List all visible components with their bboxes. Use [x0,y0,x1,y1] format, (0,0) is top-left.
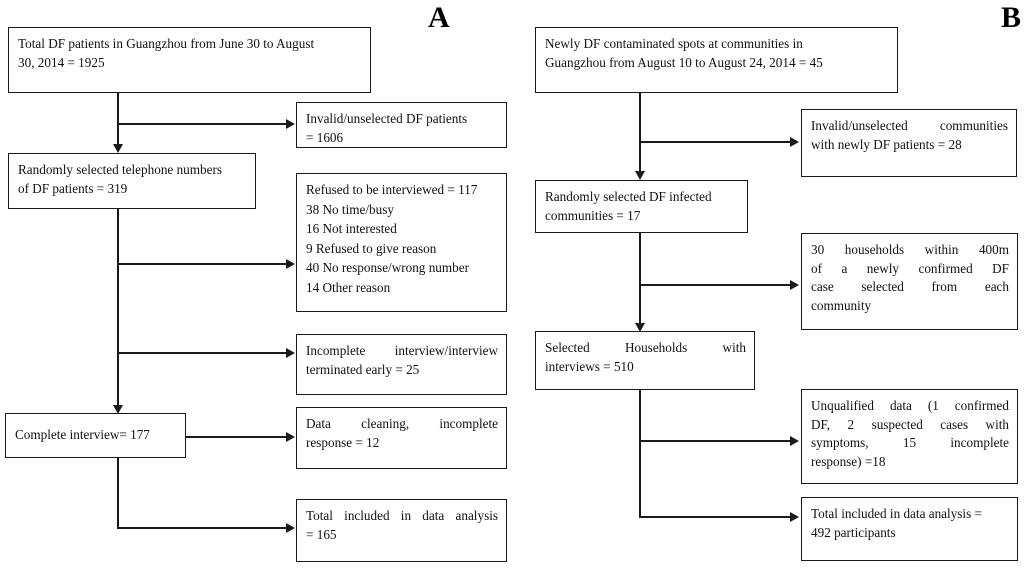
node-a-excluded-incomplete-line1: Incomplete interview/interview [306,343,498,358]
node-b-sampled-line1: Randomly selected DF infected [545,189,712,204]
node-b-sampled-line2: communities = 17 [545,207,641,223]
node-a-excluded-cleaning-line1: Data cleaning, incomplete [306,416,498,431]
node-a-complete-box: Complete interview= 177 [5,413,186,458]
node-b-excluded-unqualified-line1: Unqualified data (1 confirmed [811,398,1009,413]
node-a-analysed-line1: Total included in data analysis [306,508,498,523]
node-b-sampling-rule-box: 30 households within 400m of a newly con… [801,233,1018,330]
node-a-excluded-cleaning-box: Data cleaning, incomplete response = 12 [296,407,507,469]
node-a-source-line1: Total DF patients in Guangzhou from June… [18,36,315,51]
node-b-excluded-unqualified-line2: DF, 2 suspected cases with [811,416,1009,432]
node-a-sampled-box: Randomly selected telephone numbers of D… [8,153,256,209]
connector-a-source-trunk [117,93,119,148]
arrowhead-b-households-to-unqualified [790,436,799,446]
node-b-households-box: Selected Households with interviews = 51… [535,331,755,390]
arrowhead-b-households-to-analysed [790,512,799,522]
connector-a-complete-down [117,458,119,528]
node-a-source-line2: 30, 2014 = 1925 [18,54,105,70]
node-b-analysed-line1: Total included in data analysis = [811,506,982,521]
connector-b-sampled-to-rule [639,284,791,286]
connector-a-sampled-to-refused [117,263,287,265]
node-a-excluded-cleaning-line2: response = 12 [306,434,380,450]
arrowhead-b-source-to-sampled [635,171,645,180]
node-b-excluded-invalid-line1: Invalid/unselected communities [811,118,1008,133]
node-a-excluded-refused-line5: 40 No response/wrong number [306,260,469,276]
node-a-sampled-line2: of DF patients = 319 [18,180,128,196]
arrowhead-b-sampled-to-rule [790,280,799,290]
panel-letter-a: A [428,1,450,34]
arrowhead-a-complete-to-analysed [286,523,295,533]
node-b-excluded-invalid-box: Invalid/unselected communities with newl… [801,109,1017,177]
node-a-excluded-refused-line3: 16 Not interested [306,221,397,237]
node-b-sampling-rule-line1: 30 households within 400m [811,242,1009,257]
node-a-analysed-line2: = 165 [306,526,337,542]
node-a-complete-line1: Complete interview= 177 [15,427,150,442]
node-b-excluded-unqualified-box: Unqualified data (1 confirmed DF, 2 susp… [801,389,1018,484]
connector-a-sampled-trunk [117,209,119,409]
arrowhead-b-source-to-invalid [790,137,799,147]
node-b-source-line2: Guangzhou from August 10 to August 24, 2… [545,54,823,70]
node-a-excluded-refused-line4: 9 Refused to give reason [306,240,437,256]
node-a-excluded-incomplete-box: Incomplete interview/interview terminate… [296,334,507,395]
connector-b-households-to-unqualified [639,440,791,442]
node-b-source-box: Newly DF contaminated spots at communiti… [535,27,898,93]
arrowhead-a-sampled-to-complete [113,405,123,414]
node-b-sampling-rule-line3: case selected from each [811,279,1009,295]
node-a-excluded-invalid-line1: Invalid/unselected DF patients [306,111,468,126]
node-b-sampled-box: Randomly selected DF infected communitie… [535,180,748,233]
connector-b-source-trunk [639,93,641,175]
node-a-excluded-invalid-box: Invalid/unselected DF patients = 1606 [296,102,507,148]
node-a-source-box: Total DF patients in Guangzhou from June… [8,27,371,93]
node-a-excluded-refused-line2: 38 No time/busy [306,201,394,217]
arrowhead-a-source-to-invalid [286,119,295,129]
node-b-sampling-rule-line4: community [811,298,872,314]
node-b-source-line1: Newly DF contaminated spots at communiti… [545,36,803,51]
arrowhead-b-sampled-to-households [635,323,645,332]
connector-b-sampled-trunk [639,233,641,327]
node-a-excluded-refused-box: Refused to be interviewed = 117 38 No ti… [296,173,507,312]
arrowhead-a-source-to-sampled [113,144,123,153]
node-a-sampled-line1: Randomly selected telephone numbers [18,162,222,177]
connector-a-source-to-invalid [117,123,287,125]
node-b-excluded-unqualified-line3: symptoms, 15 incomplete [811,435,1009,451]
node-b-excluded-unqualified-line4: response) =18 [811,454,886,470]
node-b-sampling-rule-line2: of a newly confirmed DF [811,260,1009,276]
panel-letter-b: B [1001,1,1022,34]
node-a-excluded-refused-line1: Refused to be interviewed = 117 [306,182,478,197]
node-b-analysed-box: Total included in data analysis = 492 pa… [801,497,1018,561]
node-b-households-line1: Selected Households with [545,340,746,355]
node-a-analysed-box: Total included in data analysis = 165 [296,499,507,562]
arrowhead-a-complete-to-cleaning [286,432,295,442]
connector-b-households-to-analysed [639,516,791,518]
arrowhead-a-sampled-to-incomplete [286,348,295,358]
node-a-excluded-refused-line6: 14 Other reason [306,279,391,295]
connector-b-households-trunk [639,390,641,518]
node-b-analysed-line2: 492 participants [811,524,896,540]
connector-a-complete-to-cleaning [186,436,287,438]
node-a-excluded-incomplete-line2: terminated early = 25 [306,361,420,377]
connector-a-complete-to-analysed [117,527,287,529]
node-b-households-line2: interviews = 510 [545,358,634,374]
node-a-excluded-invalid-line2: = 1606 [306,129,344,145]
node-b-excluded-invalid-line2: with newly DF patients = 28 [811,136,962,152]
arrowhead-a-sampled-to-refused [286,259,295,269]
connector-b-source-to-invalid [639,141,791,143]
connector-a-sampled-to-incomplete [117,352,287,354]
